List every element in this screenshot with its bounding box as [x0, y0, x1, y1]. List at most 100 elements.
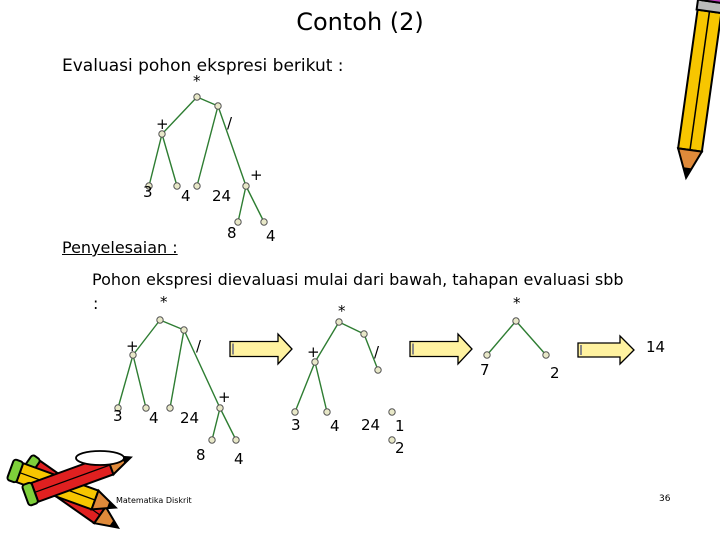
arrow-shape: [577, 334, 635, 366]
pencil-eraser: [6, 458, 24, 484]
tree-node-dot: [166, 404, 174, 412]
pencil-tip: [676, 147, 704, 181]
tree-node-dot: [142, 404, 150, 412]
tree-node-label: +: [250, 166, 263, 184]
tree-node-label: *: [513, 294, 521, 312]
tree-node-label: /: [227, 114, 233, 132]
tree-node-label: 4: [266, 227, 276, 245]
tree-node-dot: [234, 218, 242, 226]
tree-node-dot: [242, 182, 250, 190]
tree-edge: [117, 354, 134, 409]
tree-node-dot: [335, 318, 343, 326]
tree-node-label: 24: [212, 187, 231, 205]
tree-node-dot: [129, 351, 137, 359]
tree-node-label: +: [156, 115, 169, 133]
solution-description: Pohon ekspresi dievaluasi mulai dari baw…: [92, 270, 624, 289]
tree-node-label: +: [218, 388, 231, 406]
tree-edge: [219, 407, 237, 441]
tree-node-dot: [193, 182, 201, 190]
tree-node-label: 8: [196, 446, 206, 464]
tree-node-label: +: [126, 337, 139, 355]
question-text: Evaluasi pohon ekspresi berikut :: [62, 56, 344, 76]
tree-edge: [148, 133, 163, 187]
pencil-lead: [683, 167, 692, 178]
tree-node-label: 24: [180, 409, 199, 427]
tree-node-dot: [145, 182, 153, 190]
tree-edge: [132, 354, 147, 409]
pencil-lead: [107, 501, 116, 508]
pencils-bottom-left-icon: [6, 450, 133, 530]
tree-node-label: 4: [330, 417, 340, 435]
pencil-stripe: [34, 464, 111, 493]
tree-node-label: *: [193, 72, 201, 90]
tree-node-label: 2: [395, 439, 405, 457]
pencil-eraser: [698, 0, 720, 4]
tree-node-label: 3: [143, 183, 153, 201]
tree-node-dot: [512, 317, 520, 325]
tree-node-label: *: [338, 302, 346, 320]
pencil-label-oval: [75, 450, 125, 466]
footer-page-number: 36: [659, 494, 671, 504]
pencil-top-right-icon: [676, 0, 720, 181]
tree-node-label: /: [374, 343, 380, 361]
tree-edge: [169, 329, 185, 409]
tree-node-label: 24: [361, 416, 380, 434]
tree-node-dot: [180, 326, 188, 334]
arrow-step-1-icon: [229, 332, 293, 366]
tree-node-label: 8: [227, 224, 237, 242]
tree-node-label: /: [196, 337, 202, 355]
tree-edge: [161, 96, 198, 135]
tree-edge: [159, 319, 185, 331]
tree-node-dot: [388, 408, 396, 416]
tree-node-dot: [542, 351, 550, 359]
tree-edge: [196, 105, 219, 187]
tree-edge: [338, 321, 365, 335]
solution-colon: :: [93, 294, 99, 313]
tree-node-dot: [374, 366, 382, 374]
tree-node-dot: [323, 408, 331, 416]
tree-edge: [294, 361, 316, 413]
tree-edge: [237, 185, 247, 223]
tree-edge: [486, 320, 517, 356]
tree-edge: [314, 361, 328, 413]
final-result-value: 14: [646, 338, 665, 356]
tree-node-dot: [173, 182, 181, 190]
arrow-step-3-icon: [577, 334, 635, 366]
tree-node-dot: [232, 436, 240, 444]
slide-title: Contoh (2): [296, 8, 424, 36]
arrow-shape: [229, 332, 293, 366]
tree-edge: [183, 329, 221, 409]
tree-node-label: 3: [291, 416, 301, 434]
tree-node-dot: [360, 330, 368, 338]
tree-node-label: +: [307, 343, 320, 361]
arrow-step-2-icon: [409, 332, 473, 366]
tree-node-dot: [311, 358, 319, 366]
footer-course-name: Matematika Diskrit: [116, 496, 192, 505]
tree-node-dot: [291, 408, 299, 416]
pencil-group: [676, 0, 720, 181]
tree-edge: [211, 407, 221, 441]
tree-original: * + / 3 4 24 +8 4: [143, 72, 276, 245]
tree-edge: [363, 333, 379, 371]
tree-node-label: 4: [149, 409, 159, 427]
tree-node-dot: [208, 436, 216, 444]
tree-node-dot: [260, 218, 268, 226]
tree-node-label: 4: [234, 450, 244, 468]
tree-node-label: 1: [395, 417, 405, 435]
tree-node-dot: [214, 102, 222, 110]
tree-node-dot: [156, 316, 164, 324]
pencil-eraser: [21, 481, 39, 507]
tree-edge: [515, 320, 547, 356]
solution-label: Penyelesaian :: [62, 238, 178, 257]
tree-edge: [132, 319, 161, 356]
tree-edge: [161, 133, 178, 187]
tree-node-dot: [388, 436, 396, 444]
tree-node-label: 4: [181, 187, 191, 205]
tree-step-2: * + / 3 4 24 1 2: [291, 302, 405, 457]
tree-node-dot: [483, 351, 491, 359]
tree-node-dot: [158, 130, 166, 138]
